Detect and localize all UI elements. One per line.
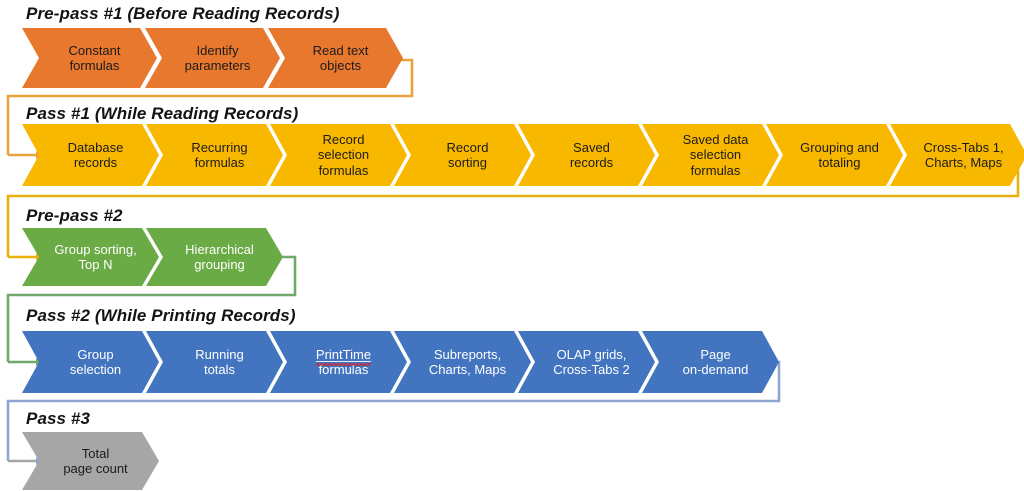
- step-line: Subreports,: [433, 346, 502, 362]
- step-running-totals[interactable]: Running totals: [146, 331, 283, 393]
- step-printtime-formulas[interactable]: PrintTime formulas: [270, 331, 407, 393]
- step-line: formulas: [690, 162, 741, 178]
- section-title-pass-3: Pass #3: [26, 409, 91, 428]
- step-line: on-demand: [682, 362, 749, 377]
- step-grouping-and-totaling[interactable]: Grouping and totaling: [766, 124, 903, 186]
- step-line: parameters: [184, 58, 251, 73]
- step-line: Charts, Maps: [924, 155, 1003, 170]
- section-title-pass-2: Pass #2 (While Printing Records): [26, 306, 296, 325]
- step-read-text-objects[interactable]: Read text objects: [268, 28, 403, 88]
- step-line: Identify: [196, 42, 239, 58]
- step-database-records[interactable]: Database records: [22, 124, 159, 186]
- step-line: Total: [81, 445, 110, 461]
- step-line: sorting: [447, 155, 487, 170]
- step-total-page-count[interactable]: Total page count: [22, 432, 159, 490]
- section-title-pre-pass-1: Pre-pass #1 (Before Reading Records): [26, 4, 340, 23]
- step-line: formulas: [318, 162, 369, 178]
- step-saved-records[interactable]: Saved records: [518, 124, 655, 186]
- step-line: Read text: [312, 42, 369, 58]
- step-line: Constant: [68, 42, 121, 58]
- section-frame-pass-3: [8, 404, 1018, 491]
- step-constant-formulas[interactable]: Constant formulas: [22, 28, 157, 88]
- step-identify-parameters[interactable]: Identify parameters: [145, 28, 280, 88]
- step-line: Saved data: [682, 132, 749, 147]
- step-recurring-formulas[interactable]: Recurring formulas: [146, 124, 283, 186]
- section-title-pre-pass-2: Pre-pass #2: [26, 206, 123, 225]
- step-line: Grouping and: [800, 139, 879, 155]
- step-line: records: [569, 155, 614, 170]
- step-line: Recurring: [191, 139, 248, 155]
- step-line: Group sorting,: [54, 241, 137, 257]
- step-line: objects: [319, 58, 362, 73]
- step-page-on-demand[interactable]: Page on-demand: [642, 331, 779, 393]
- step-record-selection-formulas[interactable]: Record selection formulas: [270, 124, 407, 186]
- step-line: totals: [203, 362, 236, 377]
- step-line: formulas: [194, 155, 245, 170]
- step-line: Page: [700, 346, 731, 362]
- step-line: selection: [69, 362, 122, 377]
- step-line: Hierarchical: [185, 241, 254, 257]
- step-line: totaling: [818, 155, 861, 170]
- step-olap-grids-cross-tabs-2[interactable]: OLAP grids, Cross-Tabs 2: [518, 331, 655, 393]
- section-title-pass-1: Pass #1 (While Reading Records): [26, 104, 299, 123]
- step-subreports-charts-maps[interactable]: Subreports, Charts, Maps: [394, 331, 531, 393]
- step-line-misspelled: PrintTime: [315, 346, 372, 362]
- step-line: grouping: [194, 257, 245, 272]
- step-record-sorting[interactable]: Record sorting: [394, 124, 531, 186]
- step-line: Record: [446, 139, 489, 155]
- step-group-selection[interactable]: Group selection: [22, 331, 159, 393]
- step-line: Top N: [78, 257, 113, 272]
- step-saved-data-selection-formulas[interactable]: Saved data selection formulas: [642, 124, 779, 186]
- step-line: formulas: [69, 58, 120, 73]
- step-line: records: [73, 155, 118, 170]
- step-line: selection: [317, 147, 370, 163]
- step-line: Group: [77, 346, 114, 362]
- step-line: selection: [689, 147, 742, 163]
- step-line: Running: [195, 346, 244, 362]
- step-cross-tabs-1-charts-maps[interactable]: Cross-Tabs 1, Charts, Maps: [890, 124, 1024, 186]
- step-line: Database: [67, 139, 124, 155]
- step-hierarchical-grouping[interactable]: Hierarchical grouping: [146, 228, 283, 286]
- step-line: Charts, Maps: [428, 362, 507, 377]
- step-line: Cross-Tabs 2: [553, 362, 630, 377]
- step-line: page count: [63, 461, 128, 476]
- step-line: OLAP grids,: [556, 346, 627, 362]
- step-group-sorting-top-n[interactable]: Group sorting, Top N: [22, 228, 159, 286]
- step-line: Cross-Tabs 1,: [923, 139, 1004, 155]
- step-line: Saved: [573, 139, 610, 155]
- step-line: Record: [322, 132, 365, 147]
